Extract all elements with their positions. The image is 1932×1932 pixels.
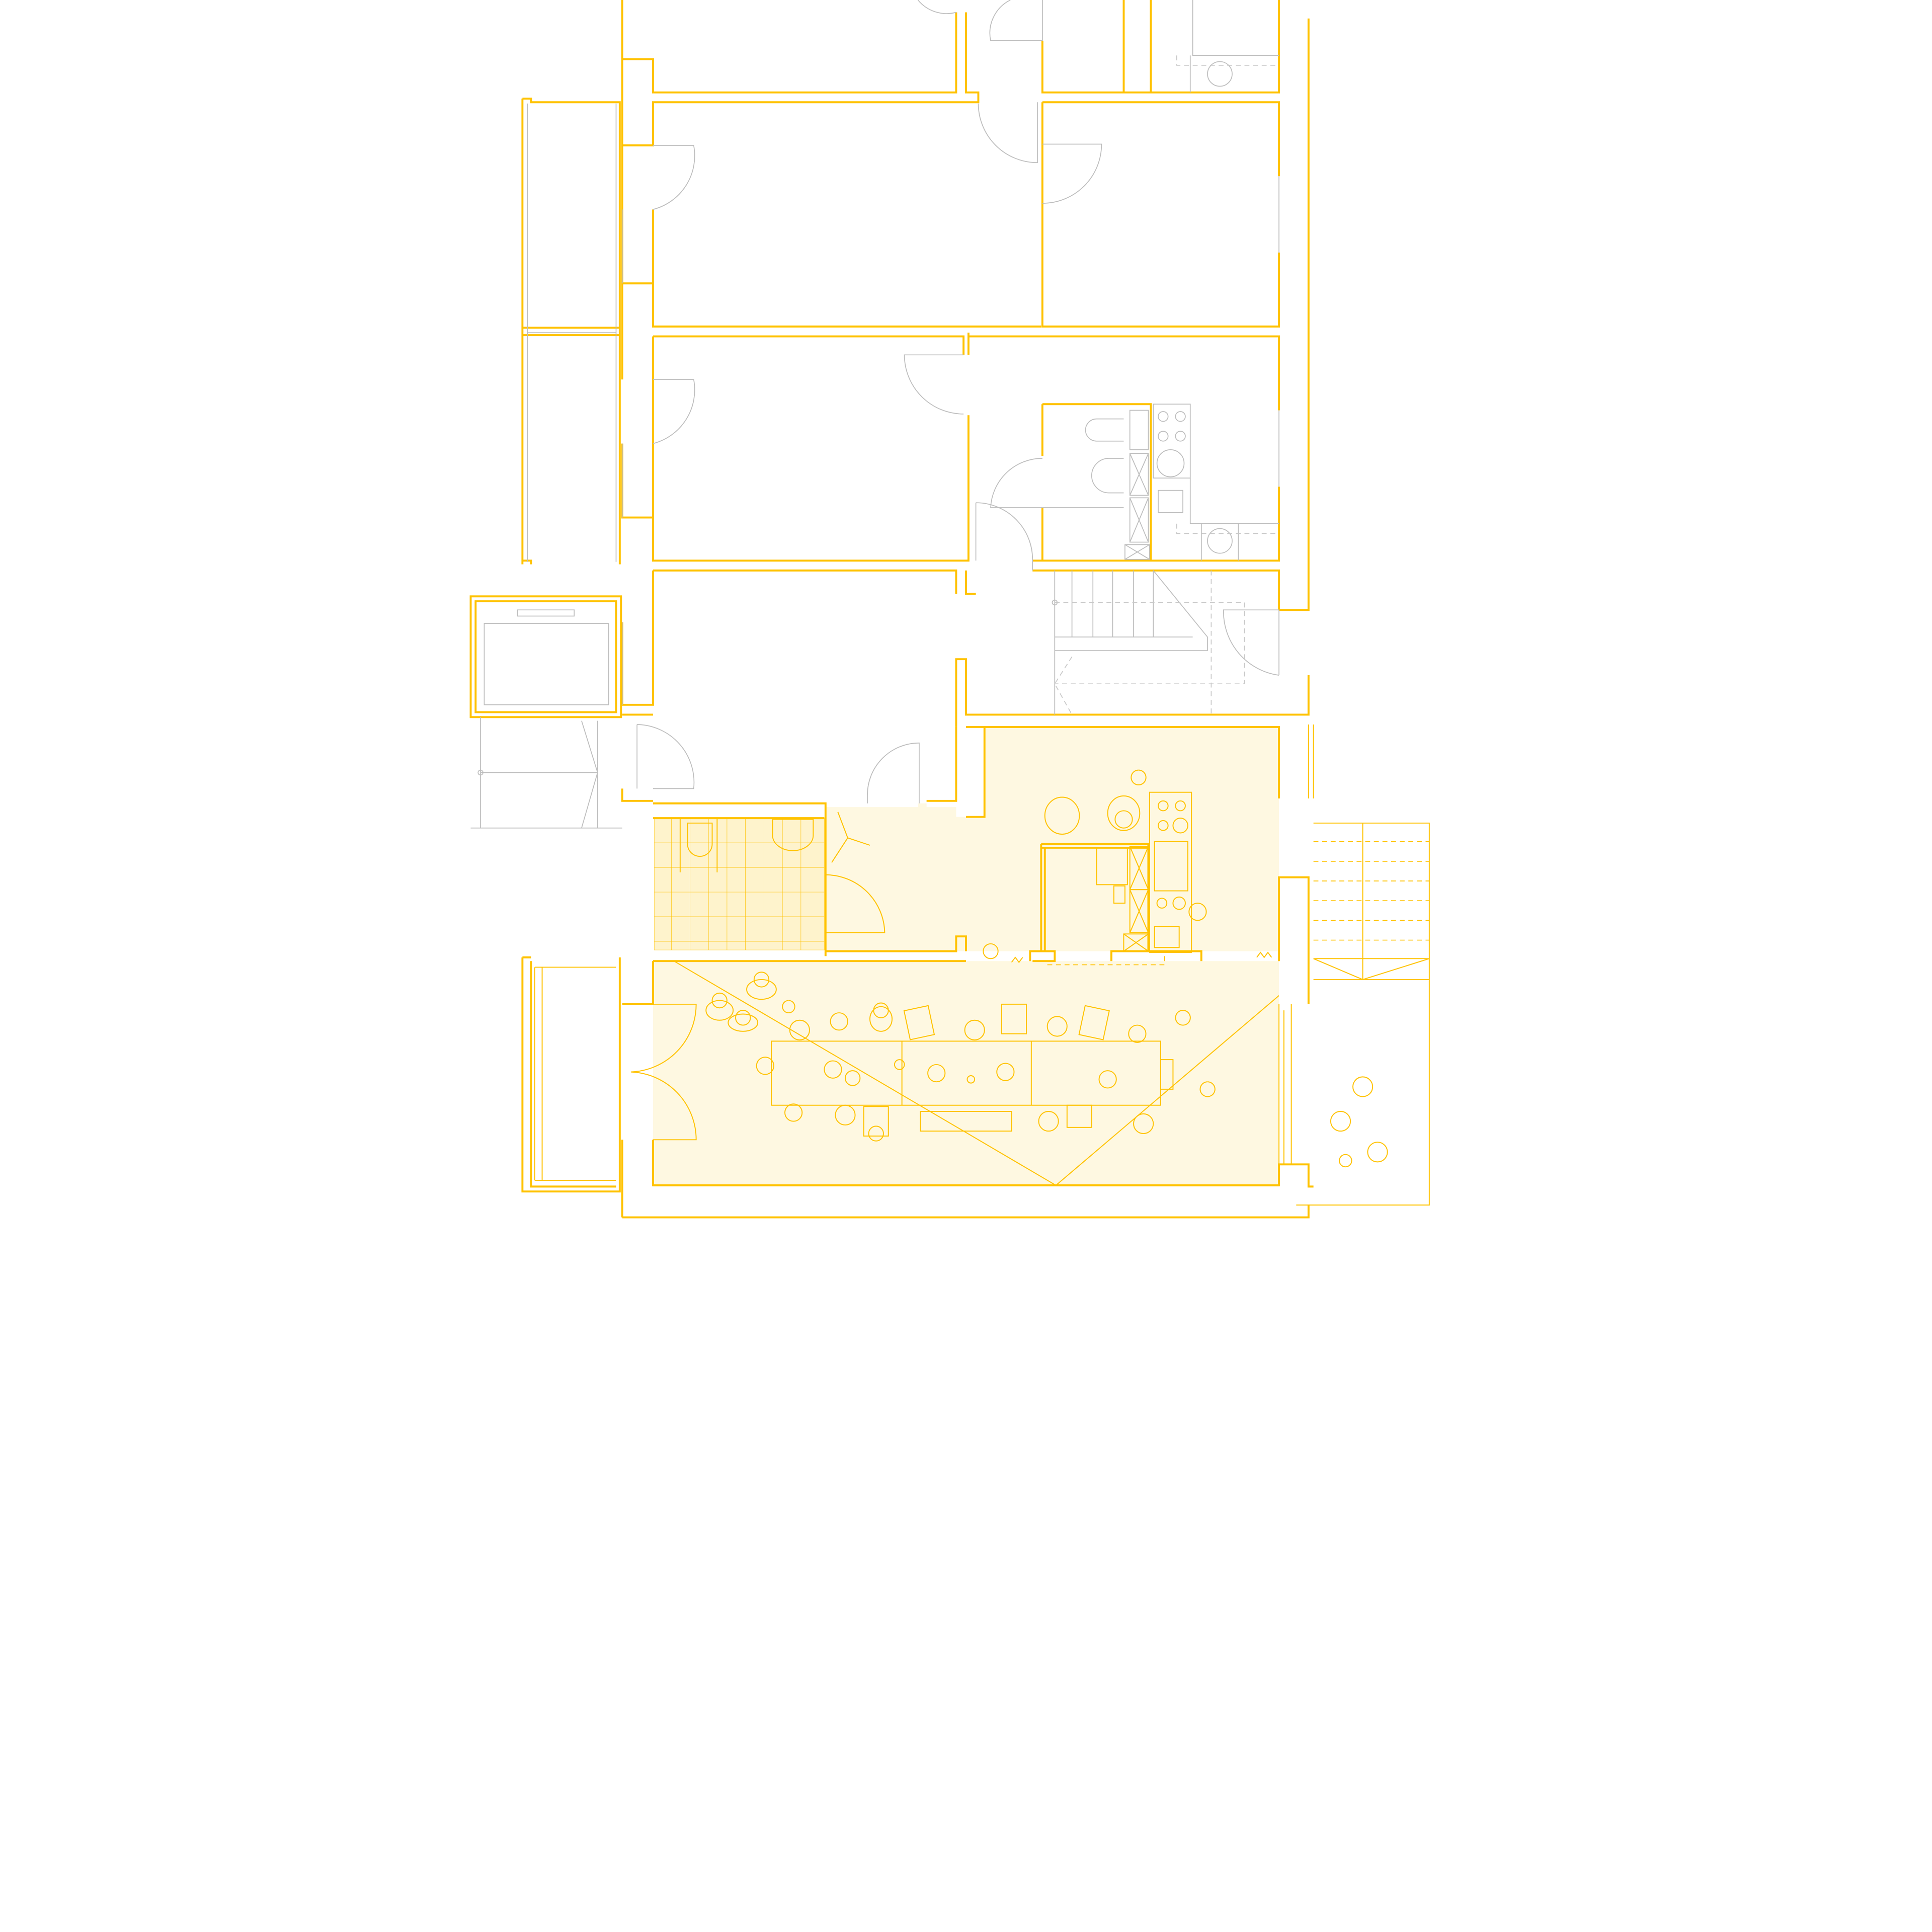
- bench: [920, 1111, 1012, 1132]
- doors: [621, 0, 1279, 1141]
- door-swing: [867, 742, 920, 803]
- stool-icon: [789, 1019, 810, 1040]
- wall-bathroom: [653, 802, 967, 956]
- stool-icon: [894, 1059, 905, 1070]
- stool-icon: [1098, 1070, 1117, 1089]
- terrace-outline: [1296, 725, 1430, 1206]
- person-icon: [983, 943, 999, 959]
- elevator: [469, 595, 622, 829]
- chair-icon: [1001, 1003, 1027, 1034]
- person-icon: [753, 972, 770, 988]
- people: [705, 769, 1272, 1142]
- sink-icon: [1154, 841, 1188, 892]
- common-room-fill: [653, 961, 1279, 1187]
- wall-stair: [621, 18, 1310, 727]
- person-icon: [735, 1010, 751, 1026]
- terrace: [1278, 725, 1430, 1206]
- door-swing: [1042, 143, 1102, 204]
- kitchen-walls: [1040, 843, 1150, 951]
- door-swing: [975, 502, 1033, 571]
- person-icon: [1352, 1076, 1374, 1097]
- kitchen-walls: [1041, 0, 1152, 561]
- stool-icon: [1038, 1111, 1059, 1132]
- door-swing: [917, 0, 1043, 41]
- stool-icon: [964, 1019, 985, 1040]
- double-door: [630, 1003, 697, 1141]
- wall-common-top: [653, 950, 1202, 962]
- wall-upper-right: [1041, 0, 1280, 328]
- window-openings: [621, 176, 1279, 705]
- washbasin-icon: [772, 819, 814, 851]
- door-swing: [990, 458, 1042, 508]
- kitchenette-upper: [1041, 0, 1279, 561]
- stool-icon: [830, 1012, 848, 1031]
- person-icon: [1188, 903, 1207, 921]
- diagonal-guides: [674, 960, 1279, 1186]
- chair-icon: [1078, 1005, 1110, 1040]
- side-table: [1044, 796, 1080, 835]
- chairs: [863, 1003, 1174, 1137]
- wall-common-left: [621, 788, 653, 1218]
- door-swing: [1223, 609, 1279, 676]
- door-swing: [653, 145, 695, 210]
- kitchen-counter: [1149, 791, 1192, 953]
- door-swing: [978, 102, 1038, 164]
- stool-icon: [1133, 1113, 1154, 1135]
- stool-icon: [927, 1064, 946, 1083]
- stool-icon: [784, 1103, 803, 1122]
- toilet-icon: [687, 822, 713, 857]
- wall-lower-left: [621, 570, 654, 716]
- wall-common: [926, 726, 1280, 818]
- entry-kitchen-fill: [825, 727, 1279, 951]
- person-icon: [1330, 1111, 1351, 1132]
- person-icon: [711, 992, 728, 1009]
- bathroom-door: [825, 874, 886, 933]
- stools: [756, 1012, 1154, 1135]
- stool-icon: [996, 1063, 1015, 1081]
- person-icon: [1339, 1154, 1352, 1168]
- elevator-shaft: [469, 595, 622, 718]
- stool-icon: [1128, 1024, 1147, 1043]
- wall-middle: [621, 283, 1280, 562]
- stool-icon: [845, 1070, 861, 1086]
- chair-icon: [903, 1005, 935, 1040]
- balcony-lower: [521, 956, 621, 1193]
- stool-icon: [835, 1104, 856, 1125]
- kitchenette-lower: [1040, 791, 1192, 965]
- person-icon: [868, 1125, 884, 1142]
- stool-icon: [967, 1075, 976, 1084]
- stool-icon: [1046, 1016, 1068, 1037]
- stool-icon: [756, 1057, 774, 1075]
- chair-icon: [863, 1106, 889, 1137]
- door-swing: [653, 379, 695, 444]
- elevator-car: [484, 623, 609, 705]
- highlight-areas: [653, 727, 1279, 1187]
- chair-icon: [1160, 1059, 1174, 1090]
- balcony-frame: [521, 97, 621, 565]
- door-swing: [636, 724, 695, 789]
- chair-icon: [1066, 1104, 1092, 1128]
- wall-left-1: [621, 145, 1041, 328]
- sink-icon: [1156, 449, 1185, 477]
- wall-top: [621, 0, 980, 146]
- stairs: [1052, 570, 1245, 715]
- bathroom-fixtures: [679, 812, 870, 872]
- stool-icon: [824, 1060, 842, 1079]
- person-icon: [1114, 810, 1133, 829]
- bathroom-tiles: [654, 818, 825, 950]
- bathroom-tile-grid: [654, 818, 825, 950]
- person-icon: [1367, 1142, 1388, 1163]
- door-swing: [904, 354, 964, 415]
- balconies: [521, 97, 621, 1193]
- stove-icon: [1153, 404, 1191, 479]
